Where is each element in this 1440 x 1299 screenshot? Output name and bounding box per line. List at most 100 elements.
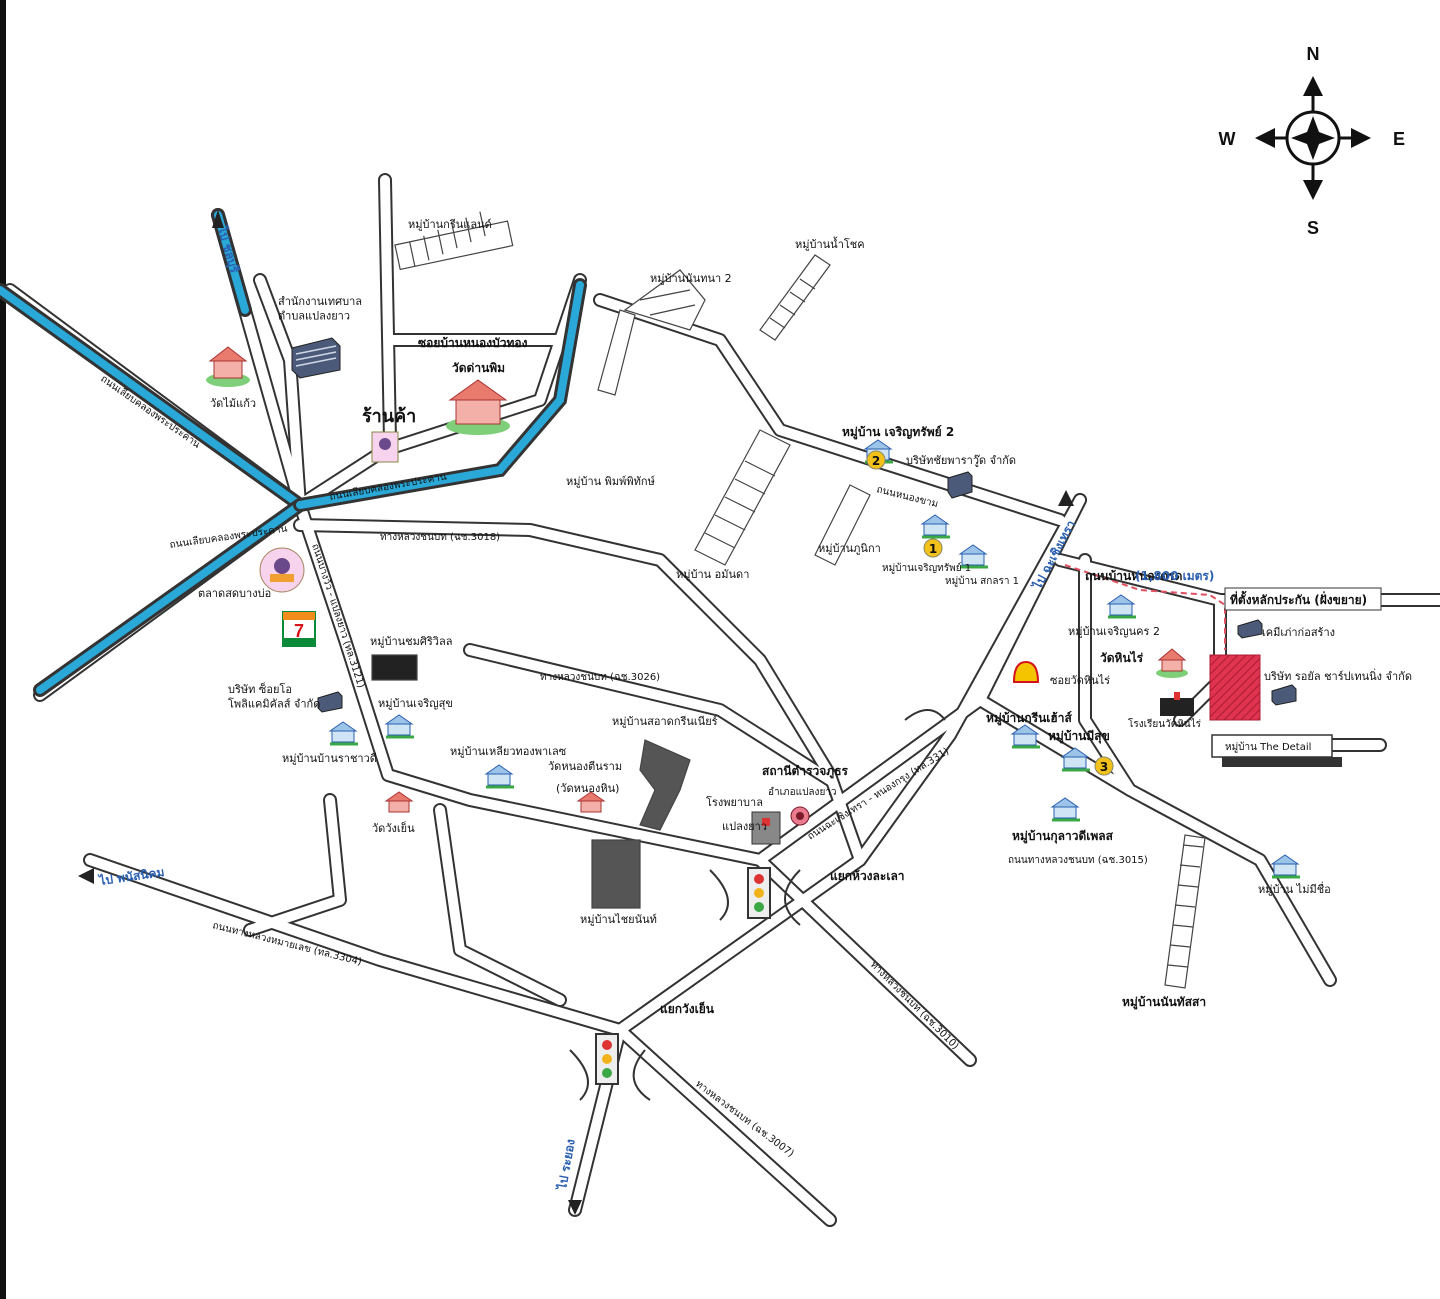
- canals: [0, 208, 587, 697]
- label-village-chayanan: หมู่บ้านไชยนันท์: [580, 913, 657, 926]
- label-village-sanhan: หมู่บ้านเหลียวทองพาเลซ: [450, 745, 567, 758]
- label-village-charoensap2: หมู่บ้าน เจริญทรัพย์ 2: [842, 425, 954, 440]
- compass-s: S: [1307, 218, 1319, 238]
- office-building-icon: [291, 337, 341, 379]
- house-icon: [1270, 854, 1300, 879]
- label-road-331: ถนนบางวัว - แปลงยาว (ทล.3121): [309, 543, 366, 690]
- shop-icon: [371, 431, 399, 463]
- west-arrow-icon: [1255, 128, 1275, 148]
- grid-phunika: [814, 484, 871, 566]
- office-building-icon: [1237, 619, 1263, 639]
- label-highway-3018: ทางหลวงชนบท (ฉช.3018): [380, 532, 500, 543]
- shell-icon: [1012, 660, 1040, 683]
- temple-icon: [1156, 648, 1188, 678]
- label-soi-hin-rai: ซอยวัดหินไร่: [1050, 674, 1110, 687]
- route-line: [1064, 564, 1226, 650]
- arrow-up-icon: [1058, 490, 1074, 506]
- left-border: [0, 0, 6, 1299]
- junction-arcs: [569, 709, 946, 1101]
- grid-sandagreen: [639, 739, 691, 831]
- icons: 7 2 1 3: [78, 210, 1300, 1215]
- grid-greenland: [394, 211, 514, 271]
- label-wat-nong-saranay: วัดหนองตีนราม: [548, 760, 622, 773]
- label-market: ตลาดสดบางบ่อ: [198, 587, 271, 600]
- temple-icon: [446, 379, 510, 435]
- label-village-maimichue: หมู่บ้าน ไม่มีชื่อ: [1258, 881, 1331, 896]
- label-school-hin-rai: โรงเรียนวัดหินไร่: [1128, 717, 1202, 730]
- label-wat-wang-yen: วัดวังเย็น: [372, 821, 415, 835]
- traffic-light-icon: [747, 867, 771, 919]
- building-hospital-icon: [751, 811, 781, 845]
- badge-3: 3: [1094, 756, 1114, 776]
- traffic-light-icon: [595, 1033, 619, 1085]
- label-company-sukprasert: เคมีเภ่าก่อสร้าง: [1262, 626, 1335, 639]
- label-junction-wang-yen: แยกวังเย็น: [660, 1001, 715, 1016]
- badge-2: 2: [866, 450, 886, 470]
- label-road-to-bottom: ไป ระยอง: [554, 1138, 578, 1193]
- label-hospital-sub: แปลงยาว: [722, 820, 767, 833]
- badge-1: 1: [923, 538, 943, 558]
- label-wat-nong-saranay-sub: (วัดหนองหิน): [556, 782, 619, 795]
- house-icon: [1010, 724, 1040, 749]
- label-junction-hua-samrong: แยกห้วงละเลา: [830, 869, 905, 883]
- seven-eleven-icon: 7: [282, 611, 316, 647]
- label-canal-road-1: ถนนเลียบคลองพระประคาน: [98, 373, 202, 451]
- label-company-thai-pearl: บริษัทชัยพาราวู๊ด จำกัด: [906, 454, 1016, 467]
- temple-icon: [576, 791, 606, 813]
- label-shop: ร้านค้า: [362, 406, 416, 427]
- label-village-nachok: หมู่บ้านน้ำโชค: [795, 236, 865, 251]
- label-village-phunika: หมู่บ้านภูนิกา: [818, 542, 881, 555]
- north-arrow-icon: [1303, 76, 1323, 96]
- grid-chayanan: [591, 839, 641, 909]
- school-icon: [1160, 692, 1194, 716]
- temple-icon: [384, 791, 414, 813]
- house-icon: [920, 514, 950, 539]
- grid-amanda: [694, 429, 791, 566]
- label-road-nong-krod: ถนนบ้านหนองตรด: [1085, 569, 1183, 583]
- compass-e: E: [1393, 129, 1405, 149]
- badge-1-text: 1: [929, 542, 937, 556]
- label-wat-mai-kaew: วัดไม้แก้ว: [210, 397, 256, 410]
- office-building-icon: [317, 691, 343, 713]
- house-icon: [1060, 747, 1090, 772]
- badge-3-text: 3: [1100, 760, 1108, 774]
- label-village-nanthana2: หมู่บ้านนันทนา 2: [650, 272, 732, 285]
- label-village-charoensap1: หมู่บ้านเจริญทรัพย์ 1: [882, 562, 971, 574]
- grid-nanthana2: [623, 269, 706, 331]
- label-village-nanthanasa: หมู่บ้านนันทัสสา: [1122, 995, 1206, 1010]
- grid-chomsiri: [371, 654, 418, 681]
- label-village-charoensuk: หมู่บ้านเจริญสุข: [378, 697, 453, 710]
- label-road-to-top: ไป ชลบุรี: [214, 223, 243, 275]
- label-distance: (1,800 เมตร): [1135, 569, 1214, 583]
- arrow-down-icon: [568, 1200, 582, 1215]
- temple-icon: [206, 346, 250, 387]
- arrow-left-icon: [78, 868, 94, 884]
- label-road-nong-kham: ถนนหนองขาม: [875, 484, 939, 510]
- police-icon: [790, 806, 810, 826]
- house-icon: [328, 721, 358, 746]
- label-highway-3015: ถนนทางหลวงชนบท (ฉช.3015): [1008, 855, 1148, 866]
- seven-eleven-number: 7: [294, 621, 304, 641]
- label-wat-dan-samrong: วัดด่านพิม: [452, 361, 505, 375]
- label-company-toyo: บริษัท ซ็อยโอโพลิแคมิคัลส์ จำกัด: [228, 682, 320, 710]
- label-village-chomsiri: หมู่บ้านชมศิริวิลล: [370, 635, 452, 648]
- label-village-amanda: หมู่บ้าน อมันดา: [676, 568, 749, 581]
- label-village-sakon1: หมู่บ้าน สกลรา 1: [945, 575, 1019, 587]
- office-building-icon: [1271, 684, 1297, 706]
- house-icon: [384, 714, 414, 739]
- site-label-box: [1224, 587, 1382, 611]
- house-icon: [958, 544, 988, 569]
- south-arrow-icon: [1303, 180, 1323, 200]
- label-village-mee-suk: หมู่บ้านมีสุข: [1048, 729, 1110, 744]
- compass-n: N: [1307, 44, 1320, 64]
- collateral-site[interactable]: [1209, 654, 1261, 721]
- compass-w: W: [1219, 129, 1236, 149]
- label-police-station: สถานีตำรวจภูธร: [762, 764, 849, 779]
- label-village-kulawah: หมู่บ้านกุลาวดีเพลส: [1012, 829, 1114, 844]
- label-village-charoenporn2: หมู่บ้านเจริญนคร 2: [1068, 625, 1160, 638]
- grid-nanthanasa: [1164, 834, 1206, 989]
- label-the-detail: หมู่บ้าน The Detail: [1225, 741, 1311, 753]
- label-police-station-sub: อำเภอแปลงยาว: [768, 787, 837, 798]
- label-canal-road-3: ถนนเลียบคลองพระประคาน: [169, 523, 288, 551]
